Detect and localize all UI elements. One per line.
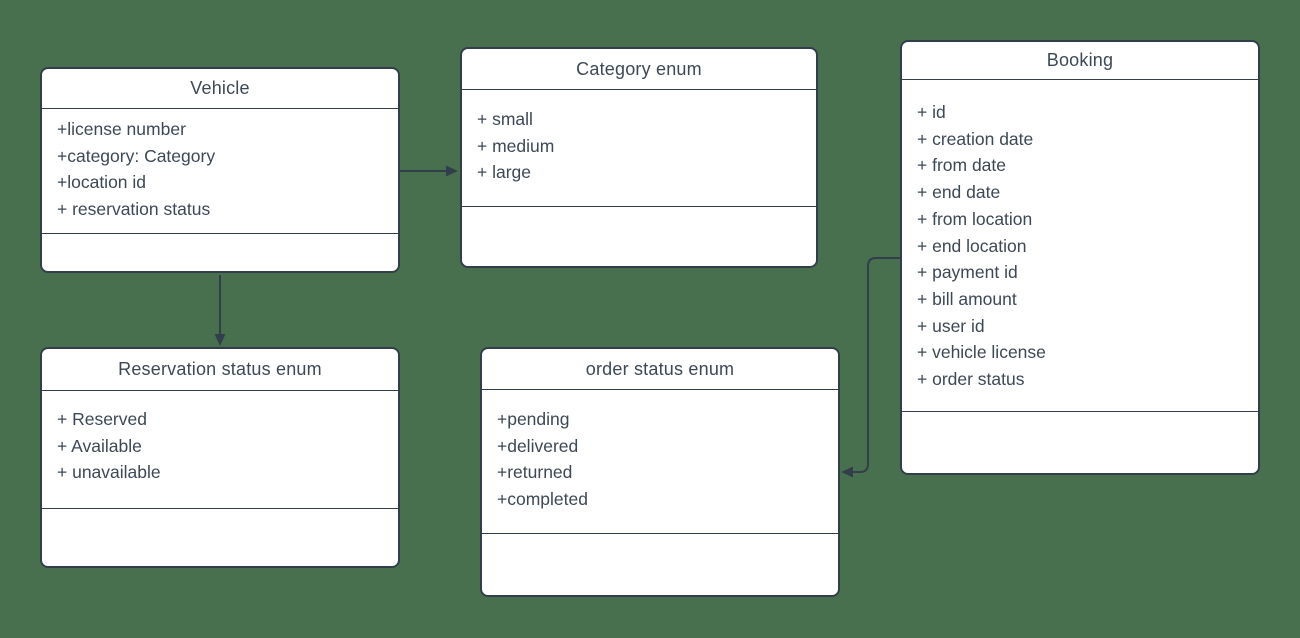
attribute-row: + user id	[917, 315, 985, 336]
attribute-row: +license number	[57, 119, 186, 139]
entity-vehicle-footer	[42, 234, 398, 271]
entity-reservation-status-enum-footer	[42, 509, 398, 566]
entity-order-status-enum-attributes: +pending +delivered +returned +completed	[482, 390, 838, 534]
entity-category-enum[interactable]: Category enum + small + medium + large	[460, 47, 818, 268]
entity-booking-title: Booking	[902, 42, 1258, 80]
attribute-row: + unavailable	[57, 462, 161, 483]
connector-booking-to-order-status-enum[interactable]	[841, 257, 900, 478]
attribute-row: + from location	[917, 208, 1033, 229]
entity-vehicle-attributes: +license number +category: Category +loc…	[42, 109, 398, 234]
entity-reservation-status-enum-attributes: + Reserved + Available + unavailable	[42, 391, 398, 509]
connector-vehicle-to-category-enum[interactable]	[400, 165, 458, 177]
entity-order-status-enum-title: order status enum	[482, 349, 838, 390]
entity-category-enum-attributes: + small + medium + large	[462, 90, 816, 207]
attribute-row: +delivered	[497, 435, 579, 456]
attribute-row: + small	[477, 109, 533, 129]
attribute-row: + large	[477, 162, 531, 183]
attribute-row: +returned	[497, 462, 573, 483]
attribute-row: + id	[917, 102, 946, 122]
connector-vehicle-to-reservation-status-enum[interactable]	[214, 275, 226, 346]
arrowhead-right-icon	[446, 165, 458, 177]
attribute-row: + order status	[917, 369, 1025, 390]
attribute-row: + creation date	[917, 128, 1034, 149]
entity-booking[interactable]: Booking + id + creation date + from date…	[900, 40, 1260, 475]
attribute-row: + vehicle license	[917, 342, 1046, 363]
arrowhead-left-icon	[841, 466, 853, 478]
attribute-row: + end date	[917, 182, 1001, 203]
attribute-row: + payment id	[917, 262, 1018, 283]
entity-booking-attributes: + id + creation date + from date + end d…	[902, 80, 1258, 412]
entity-category-enum-footer	[462, 207, 816, 266]
entity-vehicle-title: Vehicle	[42, 69, 398, 109]
entity-category-enum-title: Category enum	[462, 49, 816, 90]
attribute-row: + Available	[57, 435, 142, 456]
attribute-row: +completed	[497, 489, 588, 510]
entity-reservation-status-enum[interactable]: Reservation status enum + Reserved + Ava…	[40, 347, 400, 568]
entity-vehicle[interactable]: Vehicle +license number +category: Categ…	[40, 67, 400, 273]
attribute-row: +pending	[497, 409, 570, 429]
attribute-row: + end location	[917, 235, 1027, 256]
attribute-row: + from date	[917, 155, 1007, 176]
attribute-row: +location id	[57, 172, 147, 193]
entity-order-status-enum-footer	[482, 534, 838, 595]
attribute-row: +category: Category	[57, 145, 216, 166]
attribute-row: + bill amount	[917, 288, 1017, 309]
arrowhead-down-icon	[214, 334, 226, 346]
entity-order-status-enum[interactable]: order status enum +pending +delivered +r…	[480, 347, 840, 597]
attribute-row: + reservation status	[57, 199, 211, 220]
attribute-row: + medium	[477, 135, 555, 156]
entity-reservation-status-enum-title: Reservation status enum	[42, 349, 398, 391]
entity-booking-footer	[902, 412, 1258, 473]
attribute-row: + Reserved	[57, 409, 147, 429]
